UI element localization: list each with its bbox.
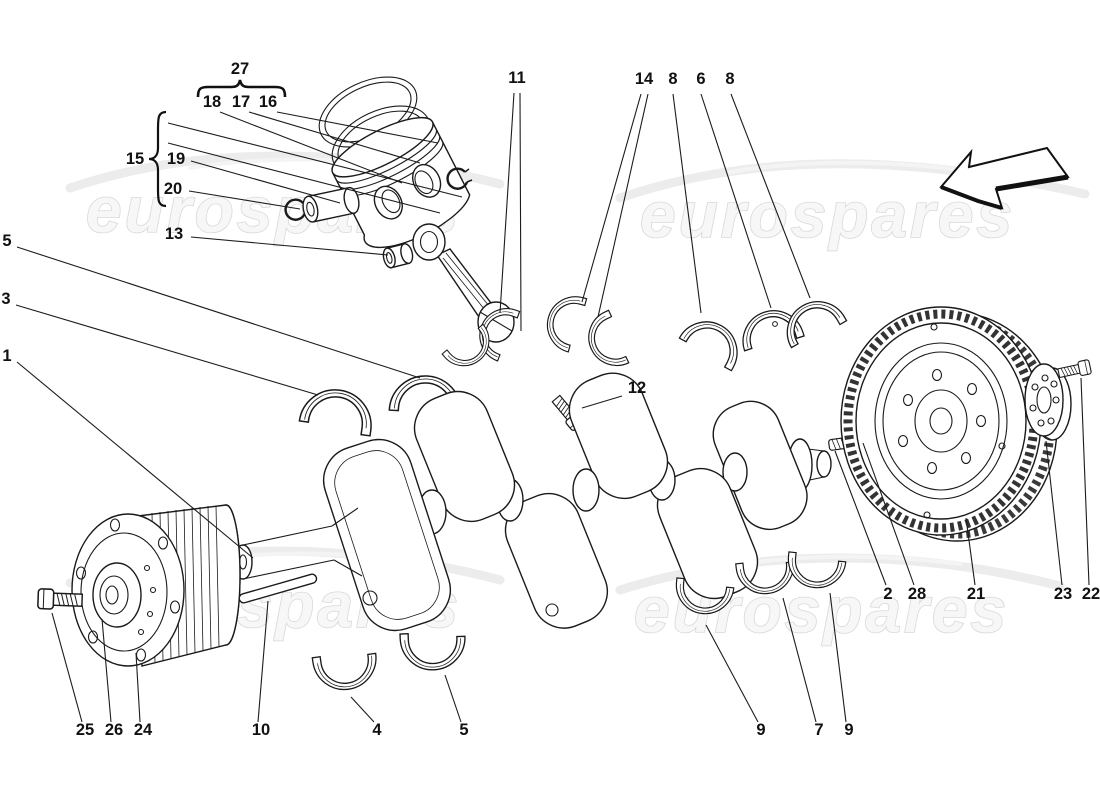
part-label-10: 10 xyxy=(252,721,270,739)
part-label-20: 20 xyxy=(164,180,182,198)
part-label-12: 12 xyxy=(628,379,646,397)
part-label-19: 19 xyxy=(167,150,185,168)
part-label-9: 9 xyxy=(844,721,853,739)
part-label-1: 1 xyxy=(2,347,11,365)
part-label-15: 15 xyxy=(126,150,144,168)
part-label-4: 4 xyxy=(372,721,382,739)
part-label-27: 27 xyxy=(231,60,249,78)
bushing xyxy=(382,243,414,269)
part-label-21: 21 xyxy=(967,585,985,603)
flange-bolt xyxy=(1056,358,1093,381)
part-label-5: 5 xyxy=(459,721,468,739)
damper-pulley xyxy=(71,504,241,667)
part-label-6: 6 xyxy=(696,70,705,88)
group-brace-15 xyxy=(148,110,167,208)
part-label-25: 25 xyxy=(76,721,94,739)
part-label-18: 18 xyxy=(203,93,221,111)
flywheel xyxy=(840,306,1058,542)
part-label-22: 22 xyxy=(1082,585,1100,603)
part-label-8: 8 xyxy=(668,70,677,88)
group-bracket-27 xyxy=(196,79,287,98)
part-label-5: 5 xyxy=(2,232,11,250)
part-label-3: 3 xyxy=(1,290,10,308)
part-label-7: 7 xyxy=(814,721,823,739)
part-label-16: 16 xyxy=(259,93,277,111)
part-label-11: 11 xyxy=(508,69,525,87)
part-label-14: 14 xyxy=(635,70,654,88)
part-label-8: 8 xyxy=(725,70,734,88)
flange-plate xyxy=(1024,363,1072,441)
crankshaft xyxy=(233,372,832,632)
part-label-24: 24 xyxy=(134,721,153,739)
part-label-23: 23 xyxy=(1054,585,1072,603)
part-label-28: 28 xyxy=(908,585,926,603)
part-label-17: 17 xyxy=(232,93,250,111)
leader-lines xyxy=(15,92,1090,723)
connecting-rod xyxy=(412,223,515,343)
piston xyxy=(331,116,471,249)
part-label-13: 13 xyxy=(165,225,183,243)
part-label-2: 2 xyxy=(883,585,892,603)
part-label-9: 9 xyxy=(756,721,765,739)
direction-arrow-icon xyxy=(939,146,1070,210)
piston-pin xyxy=(302,186,360,223)
part-label-26: 26 xyxy=(105,721,123,739)
